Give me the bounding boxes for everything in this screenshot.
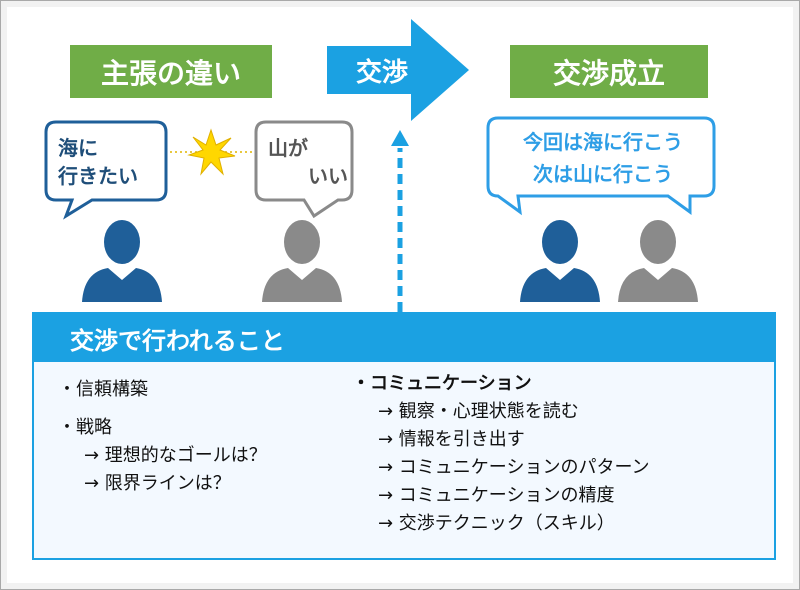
communication-sub-techniques: → 交渉テクニック（スキル） [378, 513, 615, 534]
communication-sub-observe: → 観察・心理状態を読む [378, 401, 579, 422]
panel-title: 交渉で行われること [34, 314, 774, 362]
panel-left-column: ・信頼構築 ・戦略 → 理想的なゴールは？ → 限界ラインは？ [58, 376, 348, 498]
speech-bubble-agreement [486, 116, 716, 216]
item-trust-building: ・信頼構築 [58, 379, 148, 400]
label-claims-differ: 主張の違い [70, 45, 272, 98]
bubble-a-text: 海に 行きたい [58, 134, 168, 190]
strategy-sub-limit-line: → 限界ラインは？ [84, 473, 231, 494]
negotiation-label: 交渉 [355, 57, 408, 88]
label-agreement-reached: 交渉成立 [510, 45, 708, 98]
person-icon [262, 220, 342, 302]
item-strategy: ・戦略 [58, 417, 112, 438]
communication-sub-extract-info: → 情報を引き出す [378, 429, 525, 450]
strategy-sub-ideal-goal: → 理想的なゴールは？ [84, 445, 267, 466]
bubble-b-line2: いい [308, 164, 348, 188]
person-icon [82, 220, 162, 302]
person-icon [618, 220, 698, 302]
bubble-a-line1: 海に [58, 136, 98, 160]
bubble-agreement-text: 今回は海に行こう 次は山に行こう [498, 126, 708, 190]
communication-sub-precision: → コミュニケーションの精度 [378, 485, 615, 506]
speech-bubble-a [44, 120, 168, 220]
speech-bubble-b [254, 120, 354, 219]
bubbles-layer [44, 116, 716, 312]
bubble-agreement-line1: 今回は海に行こう [523, 130, 683, 154]
communication-sub-patterns: → コミュニケーションのパターン [378, 457, 650, 478]
panel-right-column: ・コミュニケーション → 観察・心理状態を読む → 情報を引き出す → コミュニ… [352, 370, 772, 538]
bubble-a-line2: 行きたい [58, 164, 138, 188]
spark-icon [187, 128, 236, 176]
bubble-agreement-line2: 次は山に行こう [533, 162, 673, 186]
negotiation-arrow: 交渉 [327, 16, 473, 126]
item-communication: ・コミュニケーション [352, 373, 532, 394]
dotted-up-arrow [391, 130, 409, 312]
bubble-b-text: 山が いい [268, 134, 348, 190]
person-icon [520, 220, 600, 302]
right-arrow-icon [327, 19, 469, 121]
negotiation-activities-panel: 交渉で行われること ・信頼構築 ・戦略 → 理想的なゴールは？ → 限界ラインは… [32, 312, 776, 560]
bubble-b-line1: 山が [268, 136, 308, 160]
